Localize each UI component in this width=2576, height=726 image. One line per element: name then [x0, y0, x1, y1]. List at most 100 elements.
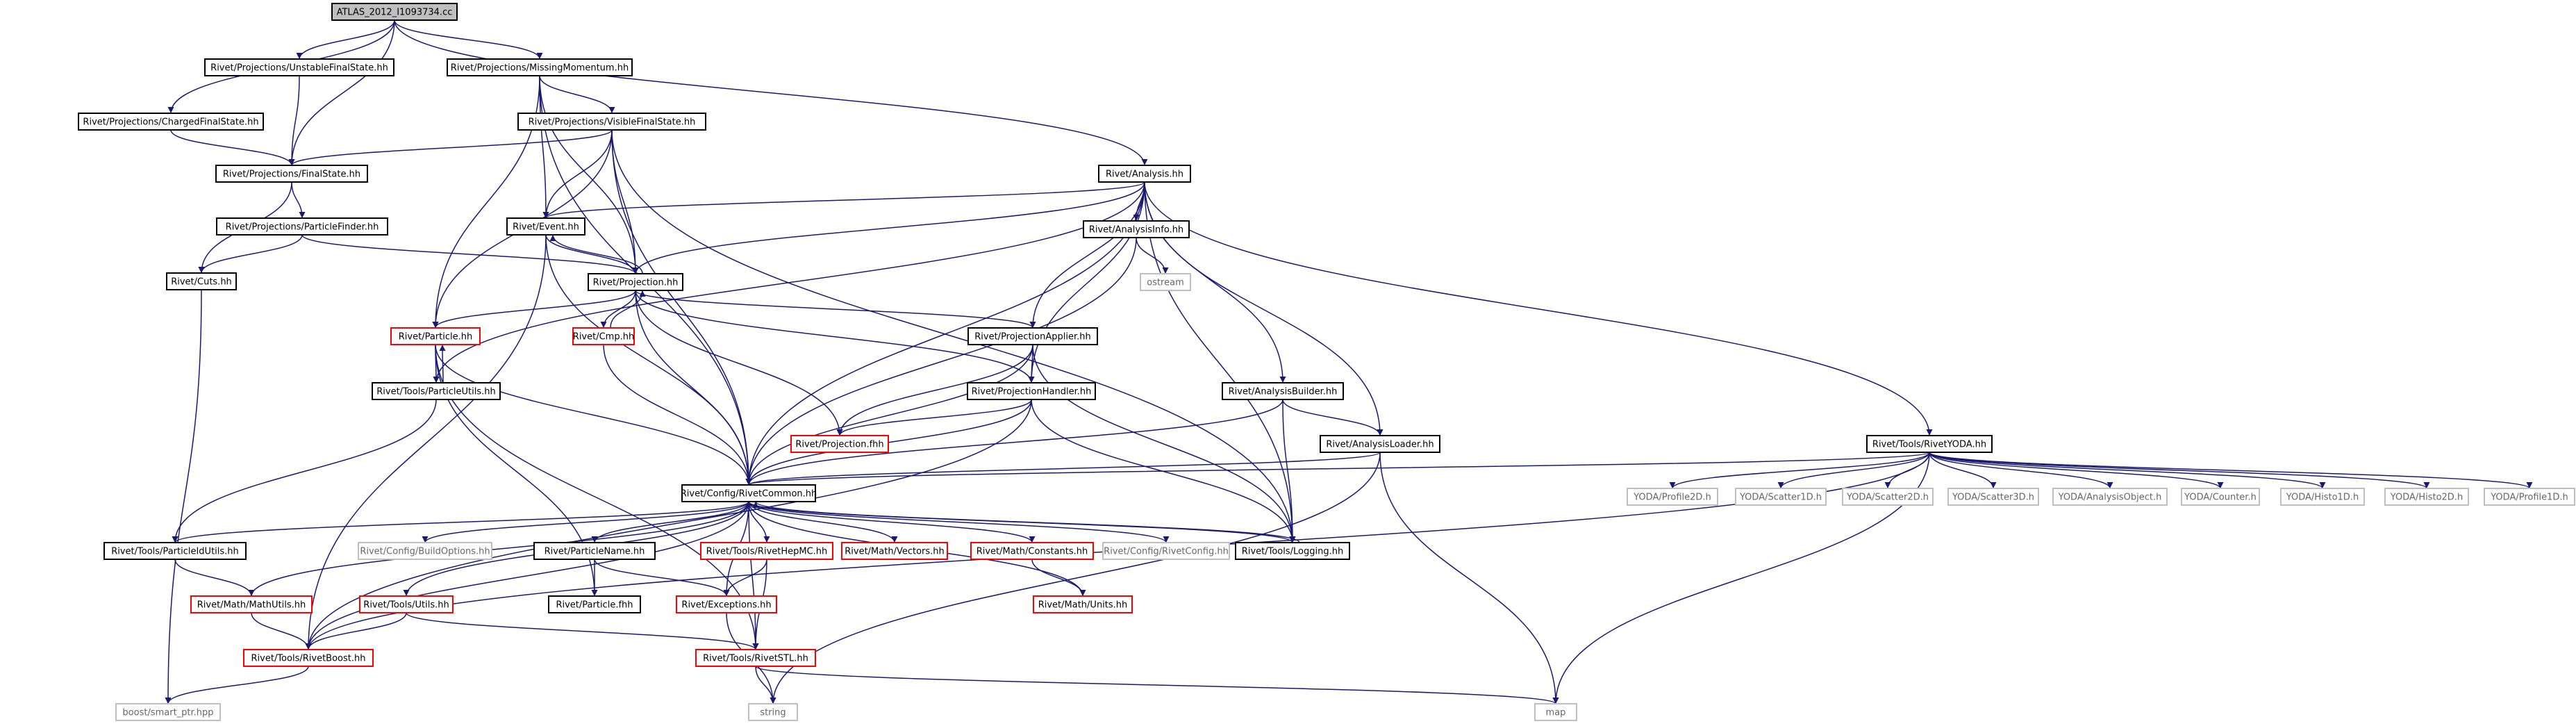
- node-particlename[interactable]: Rivet/ParticleName.hh: [533, 542, 656, 560]
- edge-missing-to-projection: [539, 75, 639, 274]
- node-label: YODA/Profile1D.h: [2490, 493, 2568, 503]
- node-analysisloader[interactable]: Rivet/AnalysisLoader.hh: [1320, 435, 1440, 453]
- node-rivetstl[interactable]: Rivet/Tools/RivetSTL.hh: [695, 649, 816, 667]
- edge-analysisbuilder-to-logging: [1282, 399, 1296, 543]
- node-analysis[interactable]: Rivet/Analysis.hh: [1098, 165, 1191, 183]
- node-rivetyoda[interactable]: Rivet/Tools/RivetYODA.hh: [1866, 435, 1993, 453]
- edge-utils-to-rivetstl: [406, 612, 759, 650]
- node-cuts[interactable]: Rivet/Cuts.hh: [166, 272, 237, 290]
- node-box: [681, 484, 816, 502]
- edge-pfinder-to-projection: [301, 234, 639, 274]
- node-label: Rivet/Projections/FinalState.hh: [223, 170, 360, 180]
- node-box: [506, 217, 585, 236]
- node-scatter1d: YODA/Scatter1D.h: [1735, 488, 1827, 506]
- edge-rivetyoda-to-profile1d: [1929, 452, 2533, 489]
- node-label: Rivet/Tools/RivetSTL.hh: [703, 654, 808, 664]
- node-mathutils[interactable]: Rivet/Math/MathUtils.hh: [190, 595, 313, 613]
- node-box: [790, 435, 889, 453]
- node-vectors[interactable]: Rivet/Math/Vectors.hh: [841, 542, 948, 560]
- node-box: [1102, 542, 1230, 560]
- node-label: Rivet/Projections/UnstableFinalState.hh: [210, 63, 388, 74]
- node-hepmc[interactable]: Rivet/Tools/RivetHepMC.hh: [700, 542, 833, 560]
- node-label: Rivet/Particle.fhh: [556, 600, 633, 611]
- edge-rivetyoda-to-histo1d: [1929, 452, 2326, 489]
- node-projfhh[interactable]: Rivet/Projection.fhh: [790, 435, 889, 453]
- edge-particlename-to-exceptions: [594, 559, 730, 597]
- edge-unstable-to-finalstate: [288, 75, 300, 166]
- node-root[interactable]: ATLAS_2012_I1093734.cc: [331, 3, 458, 21]
- node-box: [215, 165, 368, 183]
- node-box: [1320, 435, 1440, 453]
- node-label: YODA/Scatter3D.h: [1952, 493, 2034, 503]
- node-constants[interactable]: Rivet/Math/Constants.hh: [970, 542, 1094, 560]
- node-logging[interactable]: Rivet/Tools/Logging.hh: [1235, 542, 1350, 560]
- node-label: Rivet/Cuts.hh: [171, 277, 232, 288]
- node-box: [548, 595, 641, 613]
- node-analysisinfo[interactable]: Rivet/AnalysisInfo.hh: [1083, 220, 1190, 238]
- node-box: [533, 542, 656, 560]
- node-label: Rivet/Tools/RivetYODA.hh: [1872, 440, 1986, 450]
- node-label: Rivet/Cmp.hh: [573, 332, 634, 343]
- node-rivetcommon[interactable]: Rivet/Config/RivetCommon.hh: [681, 484, 817, 502]
- edge-visible-to-rivetcommon: [611, 129, 752, 486]
- node-box: [1947, 488, 2039, 506]
- node-finalstate[interactable]: Rivet/Projections/FinalState.hh: [215, 165, 368, 183]
- node-label: ostream: [1147, 278, 1184, 288]
- node-visible[interactable]: Rivet/Projections/VisibleFinalState.hh: [517, 113, 706, 131]
- edge-root-to-analysis: [394, 19, 1148, 166]
- node-label: string: [760, 708, 786, 718]
- node-label: YODA/Counter.h: [2184, 493, 2257, 503]
- node-box: [748, 703, 798, 721]
- edge-projapplier-to-rivetcommon: [745, 344, 1033, 486]
- edges-layer: [165, 19, 2533, 704]
- node-units[interactable]: Rivet/Math/Units.hh: [1033, 595, 1133, 613]
- edge-event-to-rivetcommon: [545, 234, 752, 486]
- node-projhandler[interactable]: Rivet/ProjectionHandler.hh: [967, 382, 1096, 400]
- node-missing[interactable]: Rivet/Projections/MissingMomentum.hh: [447, 58, 633, 76]
- node-box: [695, 649, 816, 667]
- node-pfinder[interactable]: Rivet/Projections/ParticleFinder.hh: [216, 217, 388, 236]
- node-charged[interactable]: Rivet/Projections/ChargedFinalState.hh: [78, 113, 264, 131]
- node-box: [1140, 273, 1191, 291]
- node-particleutils[interactable]: Rivet/Tools/ParticleUtils.hh: [372, 382, 501, 400]
- edge-event-to-rivetboost: [305, 234, 547, 650]
- node-counter: YODA/Counter.h: [2181, 488, 2260, 506]
- node-box: [1098, 165, 1191, 183]
- node-box: [2052, 488, 2168, 506]
- edge-cmp-to-projection: [610, 290, 646, 329]
- edge-particle-to-rivetstl: [435, 344, 759, 650]
- node-utils[interactable]: Rivet/Tools/Utils.hh: [359, 595, 454, 613]
- edge-finalstate-to-pfinder: [291, 181, 306, 219]
- node-smartptr: boost/smart_ptr.hpp: [115, 703, 221, 721]
- node-box: [1842, 488, 1934, 506]
- node-unstable[interactable]: Rivet/Projections/UnstableFinalState.hh: [204, 58, 394, 76]
- edge-cmp-to-rivetcommon: [603, 344, 752, 486]
- node-label: Rivet/Projection.fhh: [795, 440, 883, 450]
- node-box: [517, 113, 706, 131]
- node-cmp[interactable]: Rivet/Cmp.hh: [572, 327, 635, 345]
- node-particle[interactable]: Rivet/Particle.hh: [390, 327, 481, 345]
- node-particlefhh[interactable]: Rivet/Particle.fhh: [548, 595, 641, 613]
- node-label: ATLAS_2012_I1093734.cc: [337, 8, 453, 18]
- edge-visible-to-logging: [611, 129, 1296, 543]
- node-projection[interactable]: Rivet/Projection.hh: [588, 273, 683, 291]
- node-box: [2384, 488, 2469, 506]
- node-particleidutils[interactable]: Rivet/Tools/ParticleIdUtils.hh: [103, 542, 247, 560]
- node-exceptions[interactable]: Rivet/Exceptions.hh: [676, 595, 777, 613]
- node-event[interactable]: Rivet/Event.hh: [506, 217, 585, 236]
- edge-root-to-missing: [394, 19, 543, 60]
- node-rivetboost[interactable]: Rivet/Tools/RivetBoost.hh: [243, 649, 374, 667]
- node-label: Rivet/Config/RivetCommon.hh: [681, 489, 817, 500]
- node-string: string: [748, 703, 798, 721]
- node-histo1d: YODA/Histo1D.h: [2280, 488, 2365, 506]
- node-analysisbuilder[interactable]: Rivet/AnalysisBuilder.hh: [1222, 382, 1344, 400]
- node-box: [190, 595, 313, 613]
- node-projapplier[interactable]: Rivet/ProjectionApplier.hh: [967, 327, 1098, 345]
- node-box: [2484, 488, 2575, 506]
- edge-analysisinfo-to-rivetcommon: [745, 237, 1137, 486]
- node-rivetconfig: Rivet/Config/RivetConfig.hh: [1102, 542, 1230, 560]
- node-label: Rivet/Tools/Logging.hh: [1242, 547, 1343, 557]
- edge-analysis-to-event: [542, 181, 1145, 219]
- edge-rivetyoda-to-counter: [1929, 452, 2224, 489]
- node-box: [372, 382, 501, 400]
